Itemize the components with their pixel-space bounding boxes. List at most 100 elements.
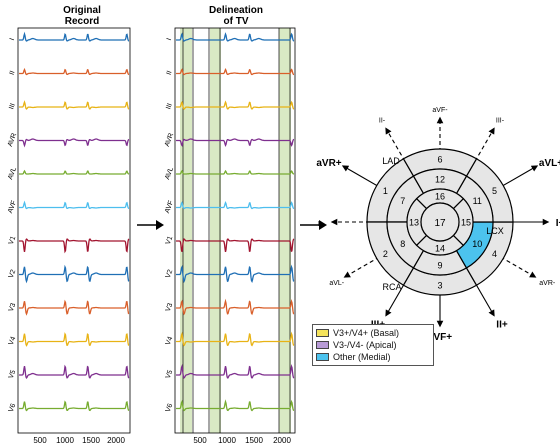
lead-label-v1-left: V1 (8, 235, 18, 246)
x-tick-500-left: 500 (33, 436, 47, 445)
lead-label-avr-right: AVR (164, 132, 175, 147)
segment-label-8: 8 (400, 239, 405, 249)
axis-label-avr-: aVR- (539, 280, 556, 287)
x-tick-1500-left: 1500 (82, 436, 100, 445)
lead-label-avl-right: AVL (164, 166, 175, 180)
lead-label-avr-left: AVR (7, 132, 18, 147)
lead-label-v4-left: V4 (8, 336, 18, 347)
trace-v1 (19, 238, 130, 254)
segment-label-6: 6 (437, 155, 442, 165)
axis-label-i+: I+ (556, 218, 560, 229)
segment-label-9: 9 (437, 261, 442, 271)
segment-label-5: 5 (492, 186, 497, 196)
x-tick-2000-left: 2000 (107, 436, 125, 445)
trace-avl (176, 169, 295, 175)
x-tick-1000-right: 1000 (218, 436, 236, 445)
axis-label-avl-: aVL- (329, 280, 344, 287)
segment-label-3: 3 (437, 281, 442, 291)
axis-label-ii+: II+ (496, 320, 508, 331)
delineation-vertical-markers (182, 28, 291, 433)
legend-label-basal: V3+/V4+ (Basal) (333, 328, 400, 338)
process-arrow-1 (137, 220, 164, 230)
lead-label-iii-right: III (165, 103, 174, 111)
legend-label-medial: Other (Medial) (333, 352, 391, 362)
axis-label-avf+: aVF+ (428, 332, 452, 343)
delineation-title-line1: Delineation (209, 5, 263, 16)
axis-label-iii-: III- (496, 117, 505, 124)
trace-v5 (176, 363, 295, 379)
trace-v5 (19, 364, 130, 379)
lead-label-v1-right: V1 (165, 235, 175, 246)
trace-i (19, 31, 130, 42)
segment-label-11: 11 (473, 196, 482, 206)
legend-item-basal: V3+/V4+ (Basal) (316, 327, 430, 339)
trace-avr (176, 138, 295, 148)
delineation-title-line2: of TV (224, 16, 249, 27)
trace-v4 (19, 332, 130, 347)
x-tick-labels-right: 500 1000 1500 2000 (193, 436, 291, 445)
original-record-traces (19, 31, 130, 412)
segment-label-14: 14 (435, 244, 445, 254)
trace-ii (19, 67, 130, 76)
x-tick-labels-left: 500 1000 1500 2000 (33, 436, 125, 445)
trace-iii (176, 100, 295, 110)
original-record-title-line2: Record (65, 16, 99, 27)
lead-label-v3-right: V3 (165, 302, 175, 313)
segment-label-17: 17 (434, 218, 446, 229)
original-record-title-line1: Original (63, 5, 101, 16)
lead-label-v3-left: V3 (8, 302, 18, 313)
axis-arrow-avr-neg (439, 221, 537, 278)
x-tick-1500-right: 1500 (245, 436, 263, 445)
trace-v1 (176, 238, 295, 253)
trace-v3 (19, 299, 130, 316)
segment-label-7: 7 (400, 196, 405, 206)
lead-label-v5-right: V5 (165, 369, 175, 380)
trace-avr (19, 138, 130, 148)
trace-avf (19, 200, 130, 210)
delineation-frame (174, 27, 296, 434)
trace-ii (176, 68, 295, 76)
segment-label-1: 1 (383, 186, 388, 196)
segment-label-2: 2 (383, 249, 388, 259)
trace-v3 (176, 298, 295, 316)
legend-swatch-apical (316, 341, 329, 349)
lead-label-ii-left: II (9, 70, 17, 76)
legend-label-apical: V3-/V4- (Apical) (333, 340, 397, 350)
lead-label-v2-right: V2 (165, 269, 175, 280)
trace-v2 (19, 264, 130, 284)
lead-label-i-right: I (166, 37, 173, 41)
legend-item-apical: V3-/V4- (Apical) (316, 339, 430, 351)
lead-label-iii-left: III (8, 103, 17, 111)
segment-label-16: 16 (435, 192, 445, 202)
bullseye-segment-17 (420, 202, 460, 242)
x-tick-1000-left: 1000 (56, 436, 74, 445)
trace-v2 (176, 264, 295, 284)
delineation-traces (176, 32, 295, 412)
segment-label-12: 12 (435, 175, 445, 185)
x-tick-500-right: 500 (193, 436, 207, 445)
trace-avf (176, 200, 295, 210)
axis-label-i-: I- (318, 221, 323, 228)
lead-label-avf-left: AVF (7, 200, 18, 215)
delineation-highlight-bands (180, 28, 291, 433)
trace-v4 (176, 331, 295, 347)
trace-avl (19, 169, 130, 175)
trace-v6 (176, 399, 295, 412)
artery-label-lad: LAD (382, 156, 400, 166)
axis-label-avr+: aVR+ (316, 158, 341, 169)
x-tick-2000-right: 2000 (273, 436, 291, 445)
artery-label-lcx: LCX (486, 226, 504, 236)
original-record-frame (17, 27, 131, 434)
lead-label-i-left: I (9, 37, 16, 41)
lead-label-ii-right: II (166, 70, 174, 76)
legend: V3+/V4+ (Basal) V3-/V4- (Apical) Other (… (312, 324, 434, 366)
segment-label-13: 13 (409, 218, 419, 228)
axis-label-avl+: aVL+ (539, 158, 560, 169)
legend-swatch-medial (316, 353, 329, 361)
axis-label-avf-: aVF- (432, 107, 448, 114)
lead-label-v4-right: V4 (165, 336, 175, 347)
axis-arrow-avl-neg (343, 221, 441, 278)
